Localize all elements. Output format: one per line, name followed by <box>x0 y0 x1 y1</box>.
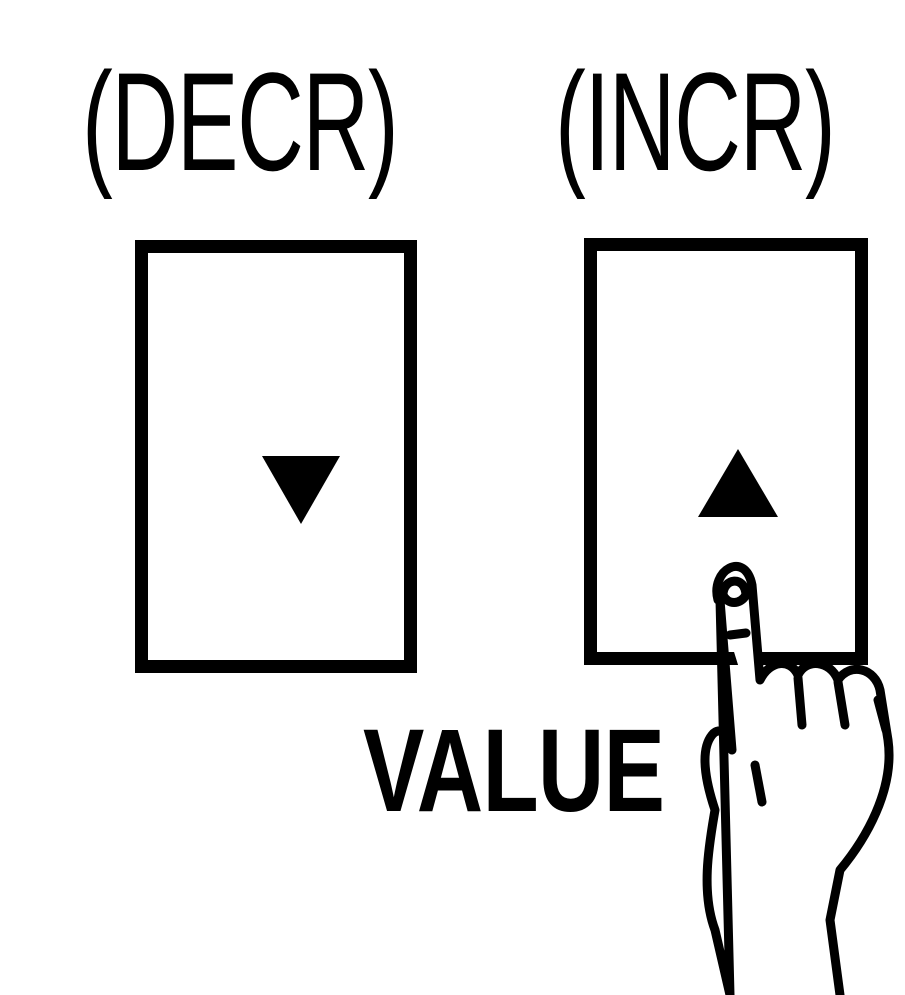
decr-label: (DECR) <box>82 52 397 192</box>
value-label: VALUE <box>363 712 664 830</box>
triangle-up-icon <box>698 449 778 517</box>
incr-label: (INCR) <box>555 52 834 192</box>
triangle-down-icon <box>262 456 340 524</box>
decrement-button[interactable] <box>135 240 417 673</box>
pointing-hand-icon <box>690 540 905 995</box>
